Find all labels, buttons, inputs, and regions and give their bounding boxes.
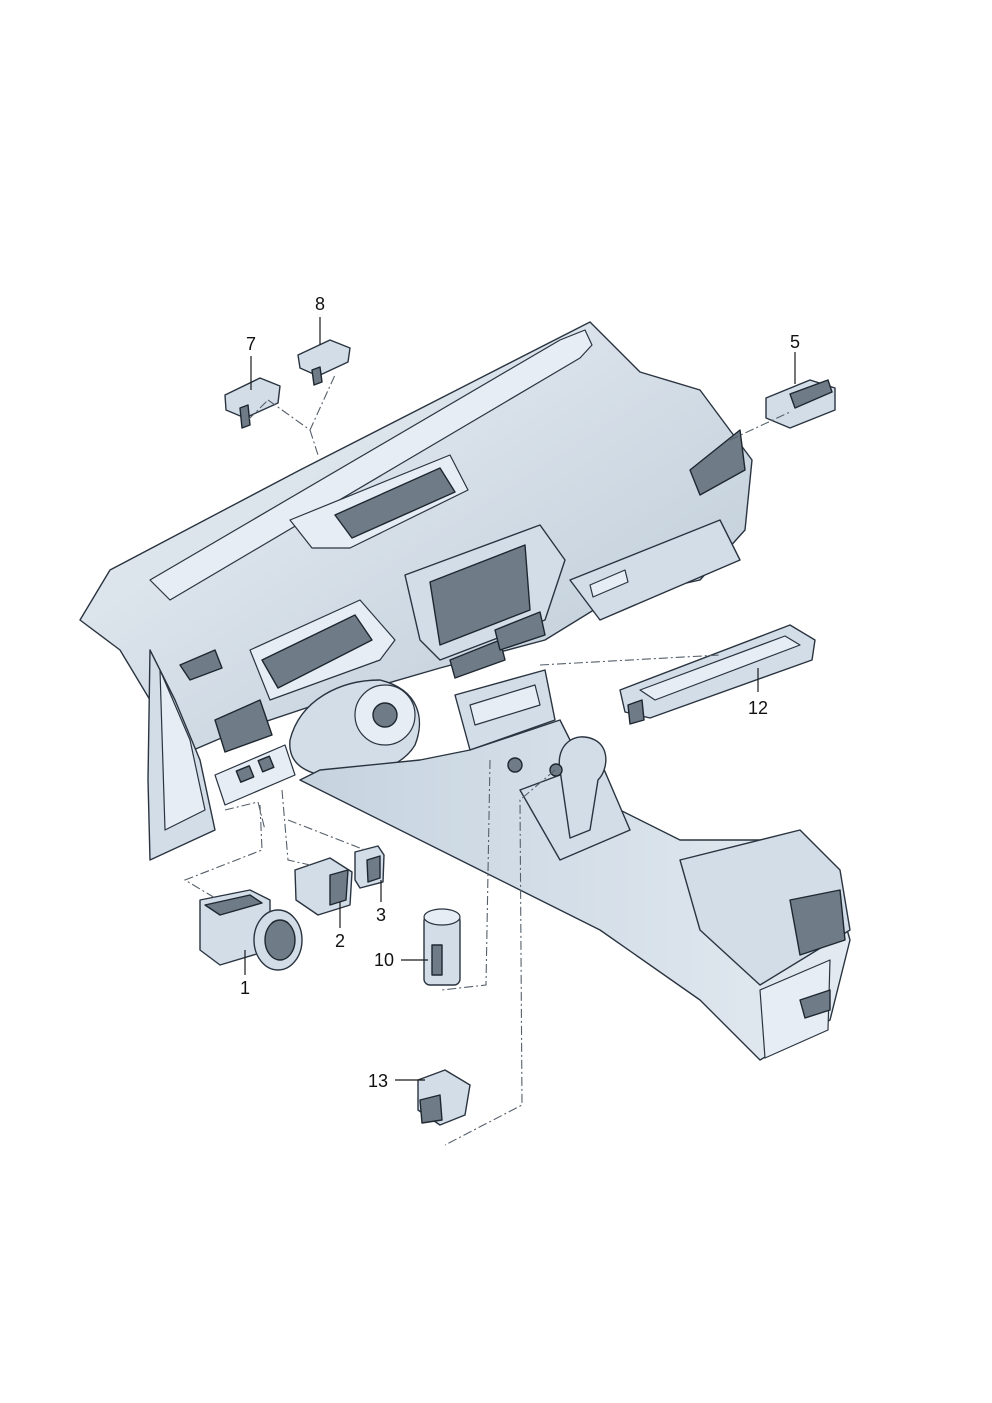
part-8-switch bbox=[297, 339, 351, 386]
callout-3: 3 bbox=[376, 905, 386, 925]
callout-5: 5 bbox=[790, 332, 800, 352]
part-7-switch bbox=[224, 377, 281, 429]
leader-lines bbox=[244, 317, 796, 1081]
callout-12: 12 bbox=[748, 698, 768, 718]
callout-13: 13 bbox=[368, 1071, 388, 1091]
part-10-socket bbox=[423, 908, 461, 986]
callouts: 7 8 5 12 1 2 3 10 13 bbox=[240, 294, 800, 1091]
callout-10: 10 bbox=[374, 950, 394, 970]
callout-1: 1 bbox=[240, 978, 250, 998]
callout-8: 8 bbox=[315, 294, 325, 314]
centre-console bbox=[299, 719, 851, 1061]
callout-2: 2 bbox=[335, 931, 345, 951]
location-lines bbox=[183, 374, 791, 1146]
part-12-control-unit bbox=[619, 624, 816, 725]
part-1-light-switch bbox=[199, 889, 303, 971]
callout-7: 7 bbox=[246, 334, 256, 354]
part-5-connector bbox=[765, 379, 836, 429]
part-2-switch bbox=[294, 857, 353, 916]
dashboard-assembly bbox=[79, 321, 753, 861]
part-13-switch bbox=[417, 1069, 471, 1126]
part-3-switch bbox=[354, 845, 385, 889]
